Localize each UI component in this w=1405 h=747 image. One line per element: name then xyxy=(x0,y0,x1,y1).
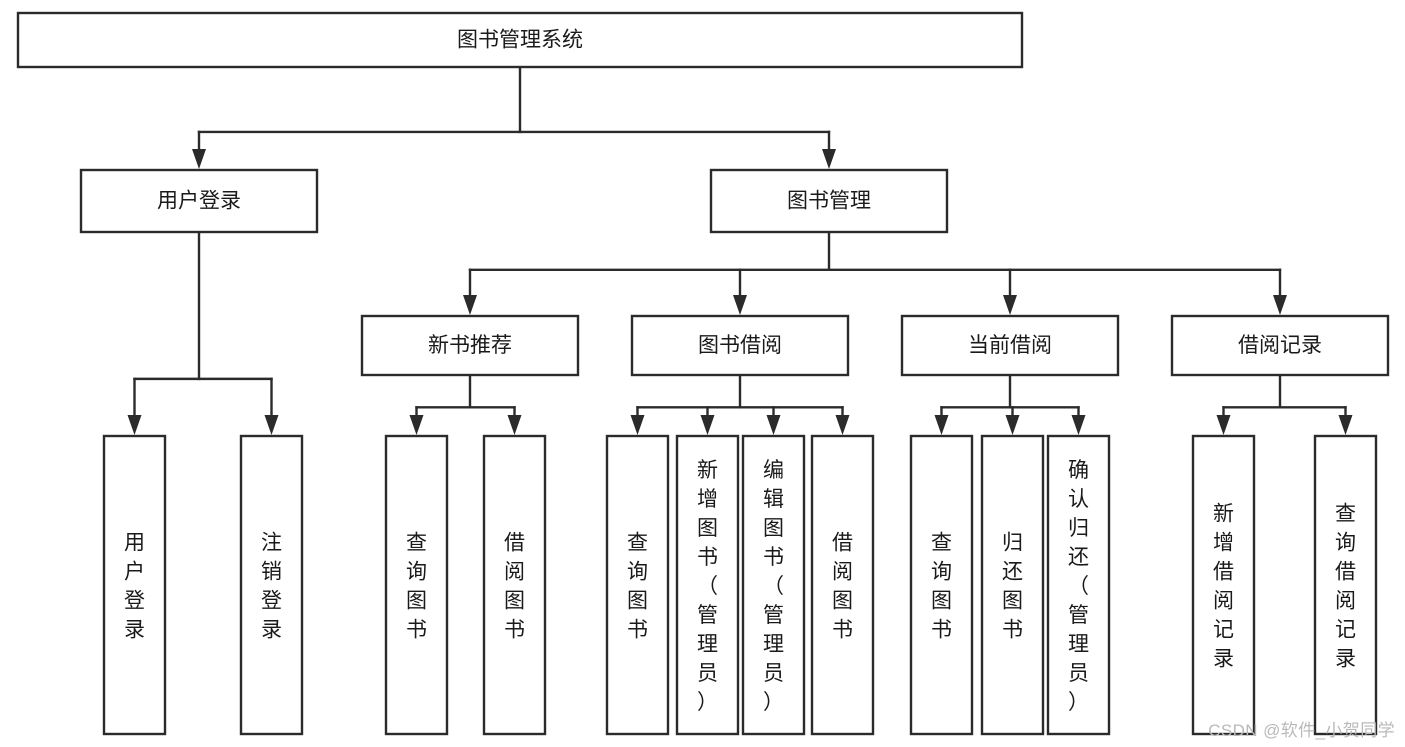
node-user-login[interactable]: 用户登录 xyxy=(79,168,319,234)
edge-arrowhead xyxy=(264,415,279,435)
node-borrow-record[interactable]: 借阅记录 xyxy=(1170,314,1390,377)
edge-arrowhead xyxy=(733,295,747,315)
edge-arrowhead xyxy=(1071,415,1086,435)
node-leaf-edit-book-admin[interactable]: 编辑图书（管理员） xyxy=(741,434,806,736)
node-label-leaf-logout-login: 注销登录 xyxy=(261,532,282,642)
edge-arrowhead xyxy=(1003,295,1017,315)
node-box-leaf-logout-login xyxy=(239,434,304,736)
node-box-root xyxy=(16,11,1024,69)
node-label-book-borrow: 图书借阅 xyxy=(698,334,782,357)
edge-arrowhead xyxy=(463,295,477,315)
node-box-leaf-return-book xyxy=(980,434,1045,736)
edge-arrowhead xyxy=(822,149,836,169)
edges-layer xyxy=(127,65,1353,435)
watermark-label: CSDN @软件_小贺同学 xyxy=(1208,721,1395,740)
node-book-manage[interactable]: 图书管理 xyxy=(709,168,949,234)
edge-arrowhead xyxy=(630,415,645,435)
edge-arrowhead xyxy=(1216,415,1231,435)
node-box-leaf-confirm-return-admin xyxy=(1046,434,1111,736)
node-leaf-borrow-book-2[interactable]: 借阅图书 xyxy=(810,434,875,736)
node-box-leaf-add-book-admin xyxy=(675,434,740,736)
node-leaf-query-book-1[interactable]: 查询图书 xyxy=(384,434,449,736)
node-new-book-recommend[interactable]: 新书推荐 xyxy=(360,314,580,377)
node-label-leaf-query-borrow-record: 查询借阅记录 xyxy=(1335,503,1356,671)
node-label-book-manage: 图书管理 xyxy=(787,190,871,213)
edge-arrowhead xyxy=(766,415,781,435)
node-book-borrow[interactable]: 图书借阅 xyxy=(630,314,850,377)
node-leaf-add-borrow-record[interactable]: 新增借阅记录 xyxy=(1191,434,1256,736)
node-leaf-query-book-2[interactable]: 查询图书 xyxy=(605,434,670,736)
node-box-borrow-record xyxy=(1170,314,1390,377)
edge-arrowhead xyxy=(409,415,424,435)
node-box-book-manage xyxy=(709,168,949,234)
node-current-borrow[interactable]: 当前借阅 xyxy=(900,314,1120,377)
node-leaf-confirm-return-admin[interactable]: 确认归还（管理员） xyxy=(1046,434,1111,736)
edge-arrowhead xyxy=(835,415,850,435)
node-box-current-borrow xyxy=(900,314,1120,377)
node-label-leaf-edit-book-admin: 编辑图书（管理员） xyxy=(763,459,784,714)
edge-arrowhead xyxy=(1338,415,1353,435)
edge-arrowhead xyxy=(1273,295,1287,315)
node-label-leaf-borrow-book-2: 借阅图书 xyxy=(832,532,853,642)
node-box-leaf-add-borrow-record xyxy=(1191,434,1256,736)
node-leaf-logout-login[interactable]: 注销登录 xyxy=(239,434,304,736)
node-box-user-login xyxy=(79,168,319,234)
node-label-leaf-add-book-admin: 新增图书（管理员） xyxy=(697,459,718,714)
node-leaf-query-book-3[interactable]: 查询图书 xyxy=(909,434,974,736)
edge-arrowhead xyxy=(700,415,715,435)
nodes-layer: 图书管理系统用户登录图书管理新书推荐图书借阅当前借阅借阅记录用户登录注销登录查询… xyxy=(16,11,1390,736)
node-label-current-borrow: 当前借阅 xyxy=(968,334,1052,357)
node-box-leaf-user-login xyxy=(102,434,167,736)
edge-arrowhead xyxy=(934,415,949,435)
node-leaf-add-book-admin[interactable]: 新增图书（管理员） xyxy=(675,434,740,736)
node-label-leaf-user-login: 用户登录 xyxy=(124,532,145,642)
node-label-leaf-return-book: 归还图书 xyxy=(1002,532,1023,642)
node-label-leaf-add-borrow-record: 新增借阅记录 xyxy=(1213,503,1234,671)
node-box-leaf-borrow-book-1 xyxy=(482,434,547,736)
edge-arrowhead xyxy=(507,415,522,435)
node-label-leaf-query-book-3: 查询图书 xyxy=(931,532,952,642)
node-leaf-user-login[interactable]: 用户登录 xyxy=(102,434,167,736)
node-box-book-borrow xyxy=(630,314,850,377)
node-label-leaf-query-book-1: 查询图书 xyxy=(406,532,427,642)
node-label-leaf-confirm-return-admin: 确认归还（管理员） xyxy=(1068,459,1089,714)
edge-arrowhead xyxy=(1005,415,1020,435)
node-root[interactable]: 图书管理系统 xyxy=(16,11,1024,69)
edge-arrowhead xyxy=(127,415,142,435)
node-leaf-borrow-book-1[interactable]: 借阅图书 xyxy=(482,434,547,736)
edge-arrowhead xyxy=(192,149,206,169)
node-label-user-login: 用户登录 xyxy=(157,190,241,213)
node-leaf-return-book[interactable]: 归还图书 xyxy=(980,434,1045,736)
node-leaf-query-borrow-record[interactable]: 查询借阅记录 xyxy=(1313,434,1378,736)
node-label-borrow-record: 借阅记录 xyxy=(1238,334,1322,357)
node-label-leaf-borrow-book-1: 借阅图书 xyxy=(504,532,525,642)
node-box-leaf-query-book-1 xyxy=(384,434,449,736)
node-box-leaf-edit-book-admin xyxy=(741,434,806,736)
node-box-leaf-borrow-book-2 xyxy=(810,434,875,736)
node-box-new-book-recommend xyxy=(360,314,580,377)
node-box-leaf-query-book-3 xyxy=(909,434,974,736)
node-label-new-book-recommend: 新书推荐 xyxy=(428,334,512,357)
node-box-leaf-query-book-2 xyxy=(605,434,670,736)
node-label-root: 图书管理系统 xyxy=(457,29,583,52)
node-label-leaf-query-book-2: 查询图书 xyxy=(627,532,648,642)
node-box-leaf-query-borrow-record xyxy=(1313,434,1378,736)
